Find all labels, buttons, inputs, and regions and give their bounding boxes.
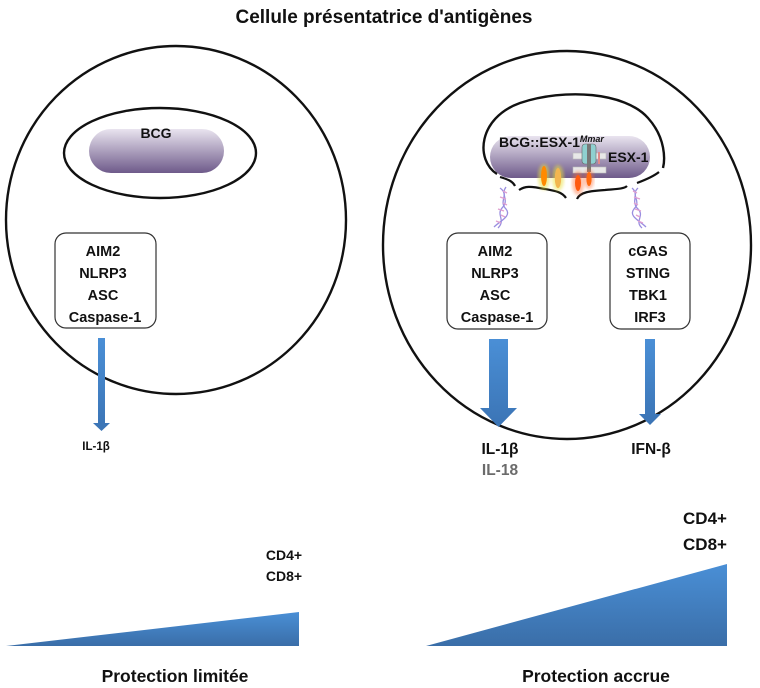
left-arrow-icon [93,338,110,431]
right-inflammasome-list: AIM2 NLRP3 ASC Caspase-1 [461,244,534,326]
right-cell-membrane [381,49,753,441]
sting-arrow-icon [639,339,661,425]
secreted-effectors-icon [538,164,594,195]
right-bacterium-bcg-esx1 [490,136,650,178]
left-output-il1b: IL-1β [82,441,109,453]
right-inflammasome-box [446,232,548,330]
left-tcell-response-wedge [6,612,299,646]
left-box-item: Caspase-1 [69,310,142,326]
right-box-item: NLRP3 [471,266,519,282]
dna-right-icon [631,187,647,229]
left-cd4-label: CD4+ [266,547,302,563]
left-box-item: ASC [88,288,119,304]
left-protection-label: Protection limitée [102,666,249,686]
left-protection-panel: CD4+ CD8+ Protection limitée [6,547,302,686]
left-box-item: AIM2 [86,244,121,260]
left-bacterium-label: BCG [140,125,171,141]
esx1-label: ESX-1 [608,149,649,165]
right-box-item: AIM2 [478,244,513,260]
right-cd8-label: CD8+ [683,535,727,554]
left-bacterium-bcg [89,129,224,173]
left-inflammasome-list: AIM2 NLRP3 ASC Caspase-1 [69,244,142,326]
left-phagosome [62,106,258,200]
sting-box-item: cGAS [628,244,668,260]
right-box-item: ASC [480,288,511,304]
inflammasome-arrow-icon [480,339,517,427]
right-protection-panel: CD4+ CD8+ Protection accrue [426,509,727,686]
page-title: Cellule présentatrice d'antigènes [235,7,532,28]
left-box-item: NLRP3 [79,266,127,282]
output-il18: IL-18 [482,462,519,479]
right-box-item: Caspase-1 [461,310,534,326]
sting-box-item: TBK1 [629,288,667,304]
right-cell: BCG::ESX-1Mmar ESX-1 [381,49,753,479]
left-cell: BCG AIM2 NLRP3 ASC Caspase-1 IL-1β [4,44,348,453]
output-il1b: IL-1β [481,441,518,458]
left-inflammasome-box [54,232,157,329]
output-ifnb: IFN-β [631,441,671,458]
superscript-mmar: Mmar [580,134,605,144]
left-cd8-label: CD8+ [266,568,302,584]
right-sting-box [609,232,691,330]
right-tcell-response-wedge [426,564,727,646]
dna-left-icon [493,186,509,229]
right-bacterium-label: BCG::ESX-1Mmar [499,134,604,150]
right-cd4-label: CD4+ [683,509,727,528]
sting-box-item: IRF3 [634,310,665,326]
right-protection-label: Protection accrue [522,666,670,686]
right-sting-list: cGAS STING TBK1 IRF3 [626,244,674,326]
left-cell-membrane [4,44,348,396]
sting-box-item: STING [626,266,670,282]
right-phagosome-membrane [482,93,666,176]
